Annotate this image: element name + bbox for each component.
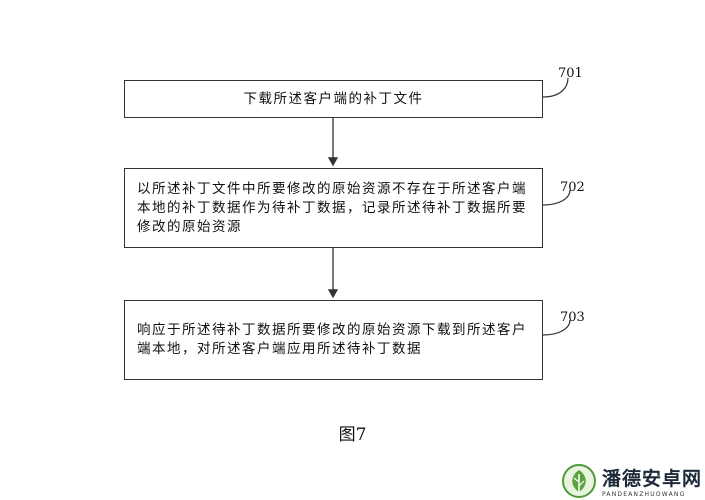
- ref-label-702: 702: [560, 180, 585, 195]
- step-702-line: 修改的原始资源: [137, 218, 242, 235]
- watermark-name: 潘德安卓网: [602, 468, 703, 490]
- step-702-line: 以所述补丁文件中所要修改的原始资源不存在于所述客户端: [137, 180, 527, 197]
- step-text-701: 下载所述客户端的补丁文件: [243, 90, 424, 107]
- leaf-logo-icon: [562, 464, 596, 498]
- step-703-line: 响应于所述待补丁数据所要修改的原始资源下载到所述客户: [137, 322, 527, 338]
- step-703-line: 端本地，对所述客户端应用所述待补丁数据: [137, 341, 422, 357]
- step-box-703: 响应于所述待补丁数据所要修改的原始资源下载到所述客户 端本地，对所述客户端应用所…: [124, 300, 543, 380]
- step-text-702: 以所述补丁文件中所要修改的原始资源不存在于所述客户端 本地的补丁数据作为待补丁数…: [137, 180, 527, 237]
- step-702-line: 本地的补丁数据作为待补丁数据，记录所述待补丁数据所要: [137, 199, 527, 216]
- leader-701: [542, 77, 569, 98]
- watermark-url: PANDEANZHUOWANG: [602, 491, 686, 498]
- leader-703: [542, 319, 571, 336]
- ref-label-701: 701: [558, 66, 583, 81]
- watermark-logo: 潘德安卓网 PANDEANZHUOWANG: [560, 462, 702, 500]
- step-box-701: 下载所述客户端的补丁文件: [124, 80, 543, 118]
- ref-label-703: 703: [560, 310, 585, 325]
- step-text-703: 响应于所述待补丁数据所要修改的原始资源下载到所述客户 端本地，对所述客户端应用所…: [137, 321, 527, 359]
- step-box-702: 以所述补丁文件中所要修改的原始资源不存在于所述客户端 本地的补丁数据作为待补丁数…: [124, 168, 543, 248]
- leader-702: [542, 189, 571, 206]
- figure-caption: 图7: [338, 425, 367, 445]
